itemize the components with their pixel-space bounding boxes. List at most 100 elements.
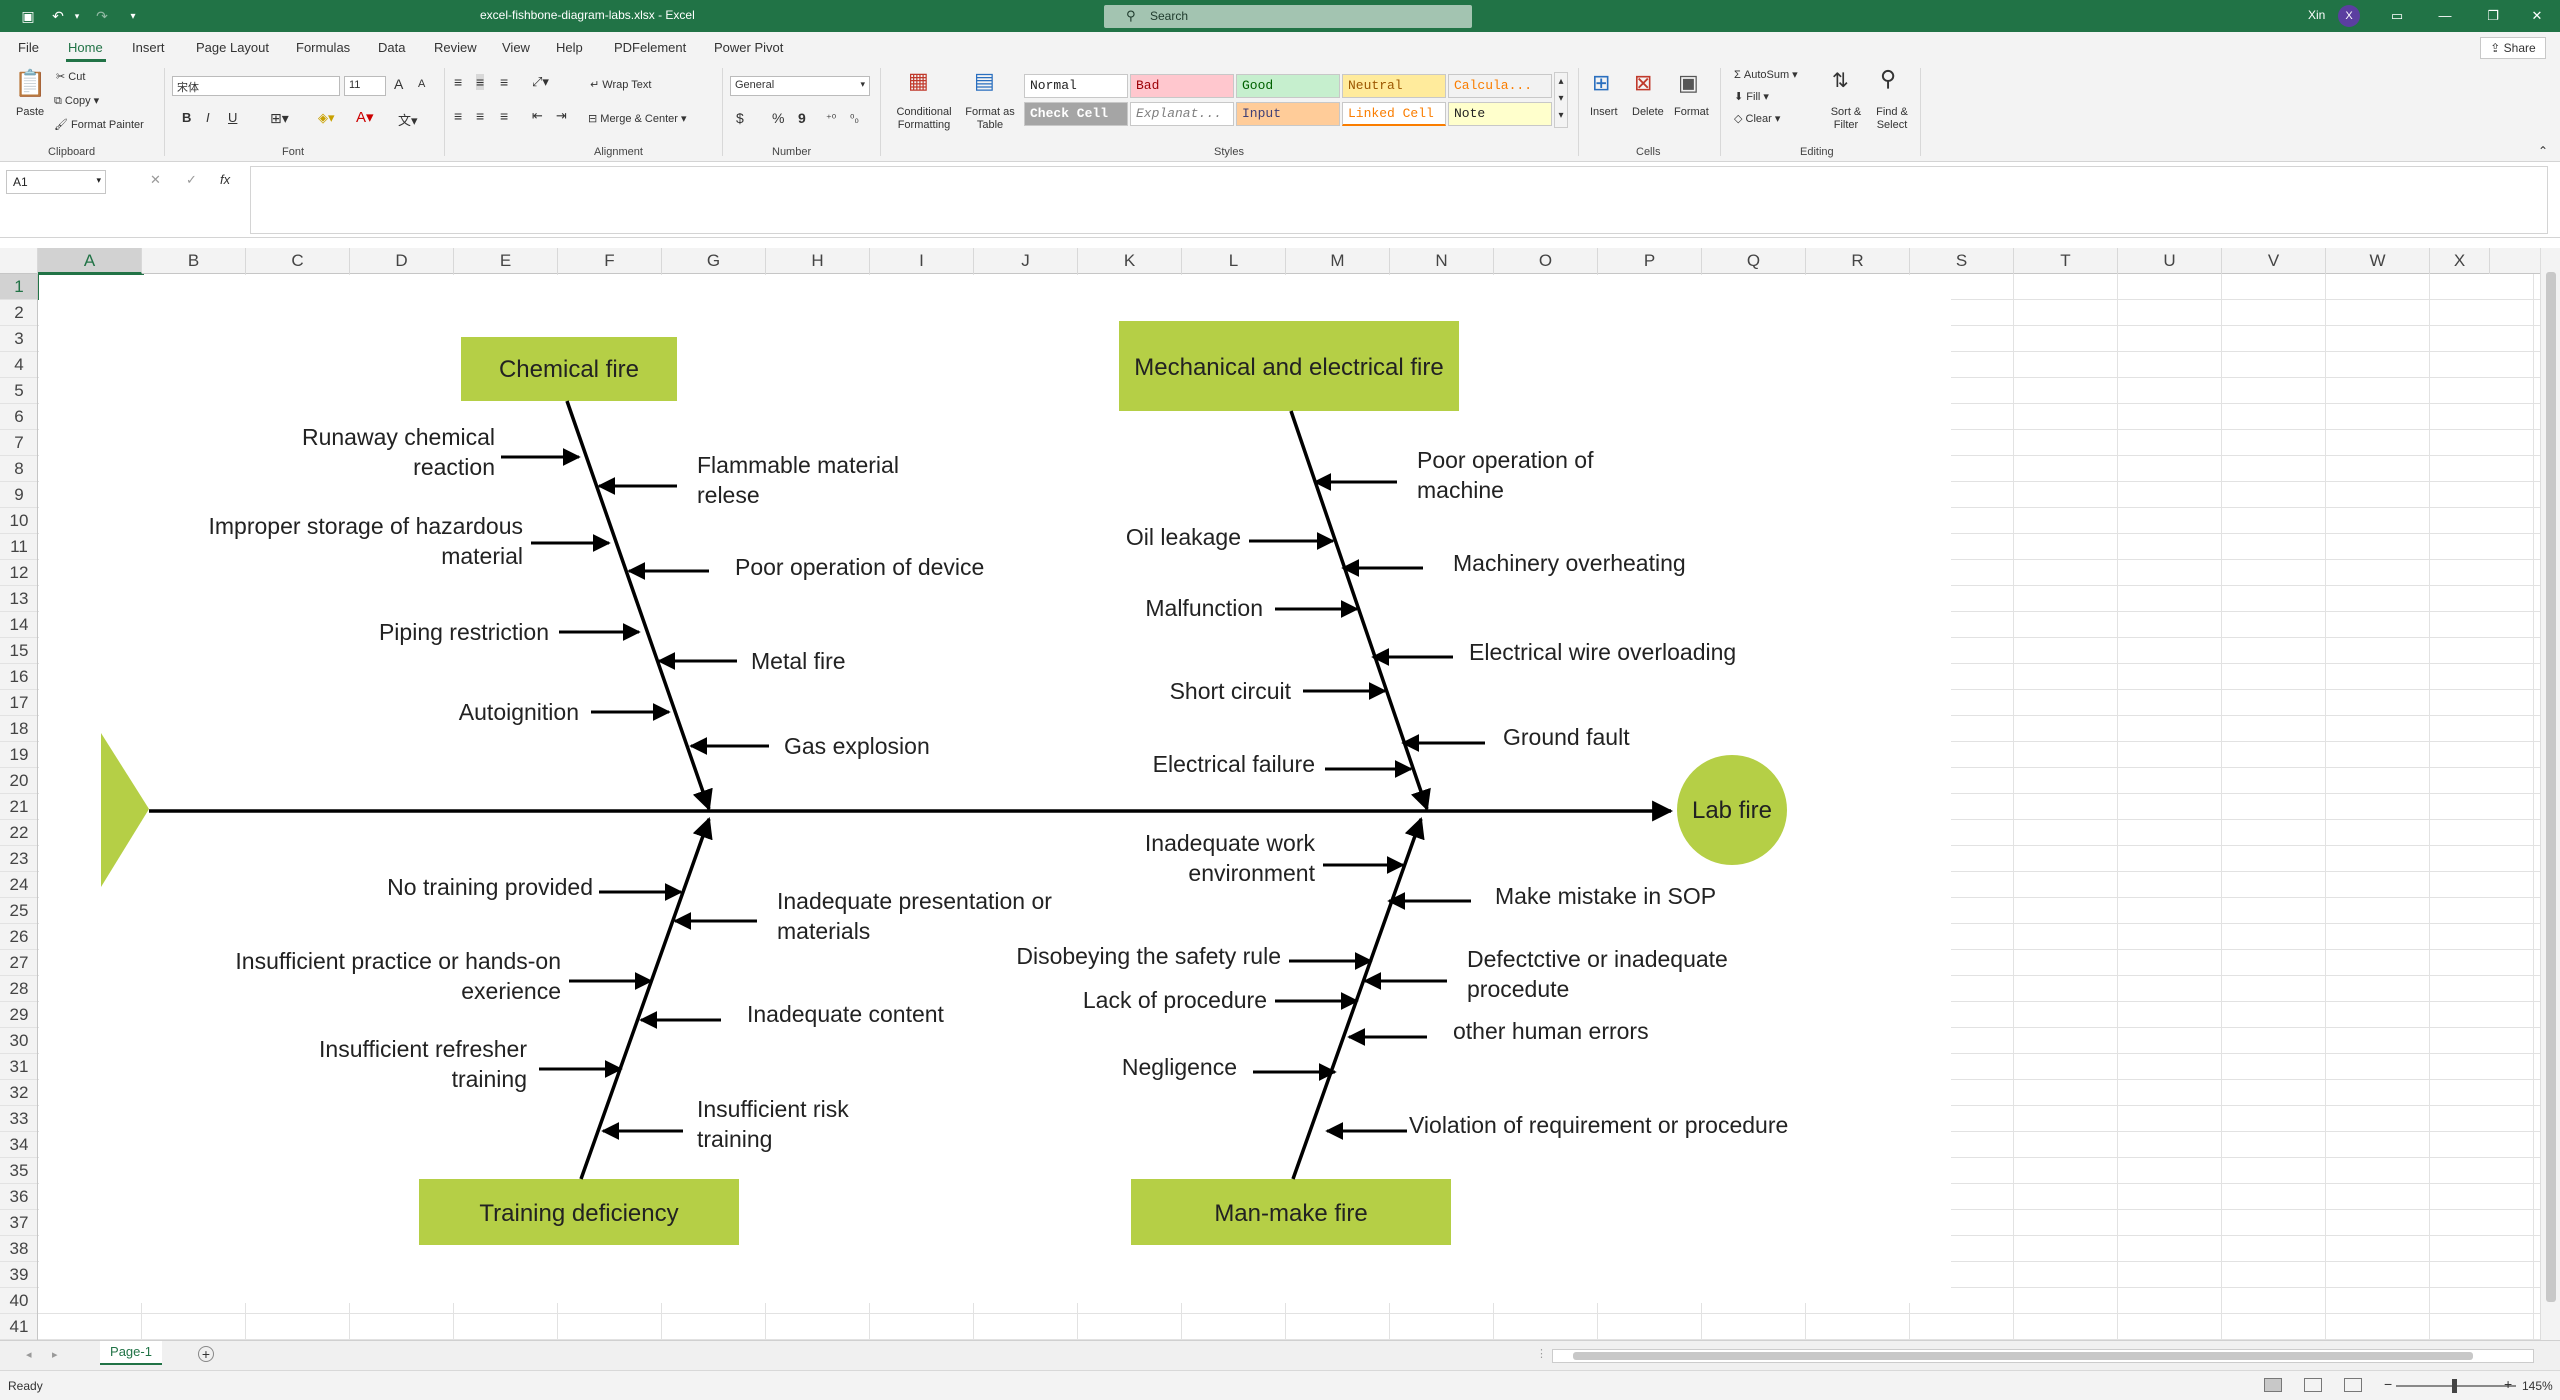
row-header-15[interactable]: 15 [0, 638, 37, 664]
restore-icon[interactable]: ❐ [2487, 8, 2499, 23]
column-header-d[interactable]: D [350, 248, 454, 274]
insert-function-icon[interactable]: fx [220, 172, 231, 187]
column-header-u[interactable]: U [2118, 248, 2222, 274]
column-header-o[interactable]: O [1494, 248, 1598, 274]
tab-review[interactable]: Review [434, 40, 477, 55]
ribbon-display-icon[interactable]: ▭ [2390, 8, 2404, 23]
percent-button[interactable]: % [772, 110, 785, 126]
fill-button[interactable]: ⬇ Fill ▾ [1734, 91, 1769, 103]
find-select-button[interactable]: Find & Select [1876, 106, 1908, 131]
style-explanatory[interactable]: Explanat... [1130, 102, 1234, 126]
wrap-text-button[interactable]: ↵ Wrap Text [590, 79, 652, 91]
underline-button[interactable]: U [228, 110, 238, 125]
add-sheet-icon[interactable]: + [198, 1346, 214, 1362]
row-header-21[interactable]: 21 [0, 794, 37, 820]
row-header-5[interactable]: 5 [0, 378, 37, 404]
row-header-29[interactable]: 29 [0, 1002, 37, 1028]
column-header-a[interactable]: A [38, 248, 142, 274]
decrease-indent-icon[interactable]: ⇤ [532, 108, 543, 123]
style-neutral[interactable]: Neutral [1342, 74, 1446, 98]
row-header-34[interactable]: 34 [0, 1132, 37, 1158]
row-header-22[interactable]: 22 [0, 820, 37, 846]
search-box[interactable]: ⚲ Search [1104, 5, 1472, 28]
column-header-q[interactable]: Q [1702, 248, 1806, 274]
column-header-n[interactable]: N [1390, 248, 1494, 274]
row-header-20[interactable]: 20 [0, 768, 37, 794]
row-header-39[interactable]: 39 [0, 1262, 37, 1288]
row-header-36[interactable]: 36 [0, 1184, 37, 1210]
column-header-c[interactable]: C [246, 248, 350, 274]
row-header-27[interactable]: 27 [0, 950, 37, 976]
tab-home[interactable]: Home [68, 40, 103, 55]
column-header-e[interactable]: E [454, 248, 558, 274]
align-top-icon[interactable]: ≡ [454, 74, 463, 90]
page-break-view-icon[interactable] [2344, 1378, 2362, 1392]
copy-button[interactable]: ⧉ Copy ▾ [54, 95, 100, 107]
row-header-25[interactable]: 25 [0, 898, 37, 924]
style-good[interactable]: Good [1236, 74, 1340, 98]
format-cells-icon[interactable]: ▣ [1678, 70, 1699, 95]
row-header-6[interactable]: 6 [0, 404, 37, 430]
sheet-bar-splitter-icon[interactable]: ⋮ [1536, 1348, 1547, 1360]
align-left-icon[interactable]: ≡ [454, 108, 463, 124]
conditional-formatting-icon[interactable]: ▦ [908, 68, 929, 93]
align-middle-icon[interactable]: ≡ [476, 74, 485, 90]
comma-button[interactable]: 9 [798, 110, 806, 126]
font-size-select[interactable]: 11 [344, 76, 386, 96]
fishbone-diagram[interactable]: Lab fire Chemical fire Mechanical and el… [39, 275, 1951, 1303]
row-header-18[interactable]: 18 [0, 716, 37, 742]
row-header-8[interactable]: 8 [0, 456, 37, 482]
prev-sheet-icon[interactable]: ◂ [26, 1349, 32, 1361]
row-header-7[interactable]: 7 [0, 430, 37, 456]
style-input[interactable]: Input [1236, 102, 1340, 126]
save-icon[interactable]: ▣ [21, 7, 35, 24]
row-header-1[interactable]: 1 [0, 274, 37, 300]
row-header-13[interactable]: 13 [0, 586, 37, 612]
row-header-41[interactable]: 41 [0, 1314, 37, 1340]
formula-input[interactable] [250, 166, 2548, 234]
fill-color-icon[interactable]: ◈▾ [318, 110, 335, 125]
row-header-17[interactable]: 17 [0, 690, 37, 716]
row-header-40[interactable]: 40 [0, 1288, 37, 1314]
undo-icon[interactable]: ↶ [52, 7, 64, 24]
share-button[interactable]: ⇪ Share [2480, 37, 2546, 59]
close-icon[interactable]: ✕ [2531, 8, 2543, 23]
next-sheet-icon[interactable]: ▸ [52, 1349, 58, 1361]
borders-icon[interactable]: ⊞▾ [270, 110, 289, 126]
row-header-14[interactable]: 14 [0, 612, 37, 638]
row-header-28[interactable]: 28 [0, 976, 37, 1002]
currency-button[interactable]: $ [736, 110, 744, 126]
style-bad[interactable]: Bad [1130, 74, 1234, 98]
category-box-chemical[interactable] [461, 337, 677, 401]
name-box[interactable]: A1▾ [6, 170, 106, 194]
delete-cells-icon[interactable]: ⊠ [1634, 70, 1653, 95]
format-cells-button[interactable]: Format [1674, 106, 1709, 118]
format-as-table-button[interactable]: Format as Table [965, 106, 1015, 131]
increase-indent-icon[interactable]: ⇥ [556, 108, 567, 123]
column-header-b[interactable]: B [142, 248, 246, 274]
row-header-9[interactable]: 9 [0, 482, 37, 508]
horizontal-scrollbar[interactable] [1552, 1349, 2534, 1363]
style-linked-cell[interactable]: Linked Cell [1342, 102, 1446, 126]
column-header-w[interactable]: W [2326, 248, 2430, 274]
category-box-mechanical[interactable] [1119, 321, 1459, 411]
style-normal[interactable]: Normal [1024, 74, 1128, 98]
autosum-button[interactable]: Σ AutoSum ▾ [1734, 69, 1798, 81]
minimize-icon[interactable]: — [2438, 8, 2452, 23]
category-box-training[interactable] [419, 1179, 739, 1245]
bold-button[interactable]: B [182, 110, 192, 125]
vertical-scrollbar[interactable] [2540, 248, 2560, 1340]
column-header-m[interactable]: M [1286, 248, 1390, 274]
row-header-16[interactable]: 16 [0, 664, 37, 690]
row-header-24[interactable]: 24 [0, 872, 37, 898]
row-header-35[interactable]: 35 [0, 1158, 37, 1184]
column-header-t[interactable]: T [2014, 248, 2118, 274]
cut-button[interactable]: ✂ Cut [56, 71, 86, 83]
paste-icon[interactable]: 📋 [14, 68, 47, 98]
row-header-33[interactable]: 33 [0, 1106, 37, 1132]
sort-filter-icon[interactable]: ⇅ [1832, 70, 1849, 92]
insert-cells-button[interactable]: Insert [1590, 106, 1618, 118]
row-header-30[interactable]: 30 [0, 1028, 37, 1054]
column-header-s[interactable]: S [1910, 248, 2014, 274]
clear-button[interactable]: ◇ Clear ▾ [1734, 113, 1781, 125]
